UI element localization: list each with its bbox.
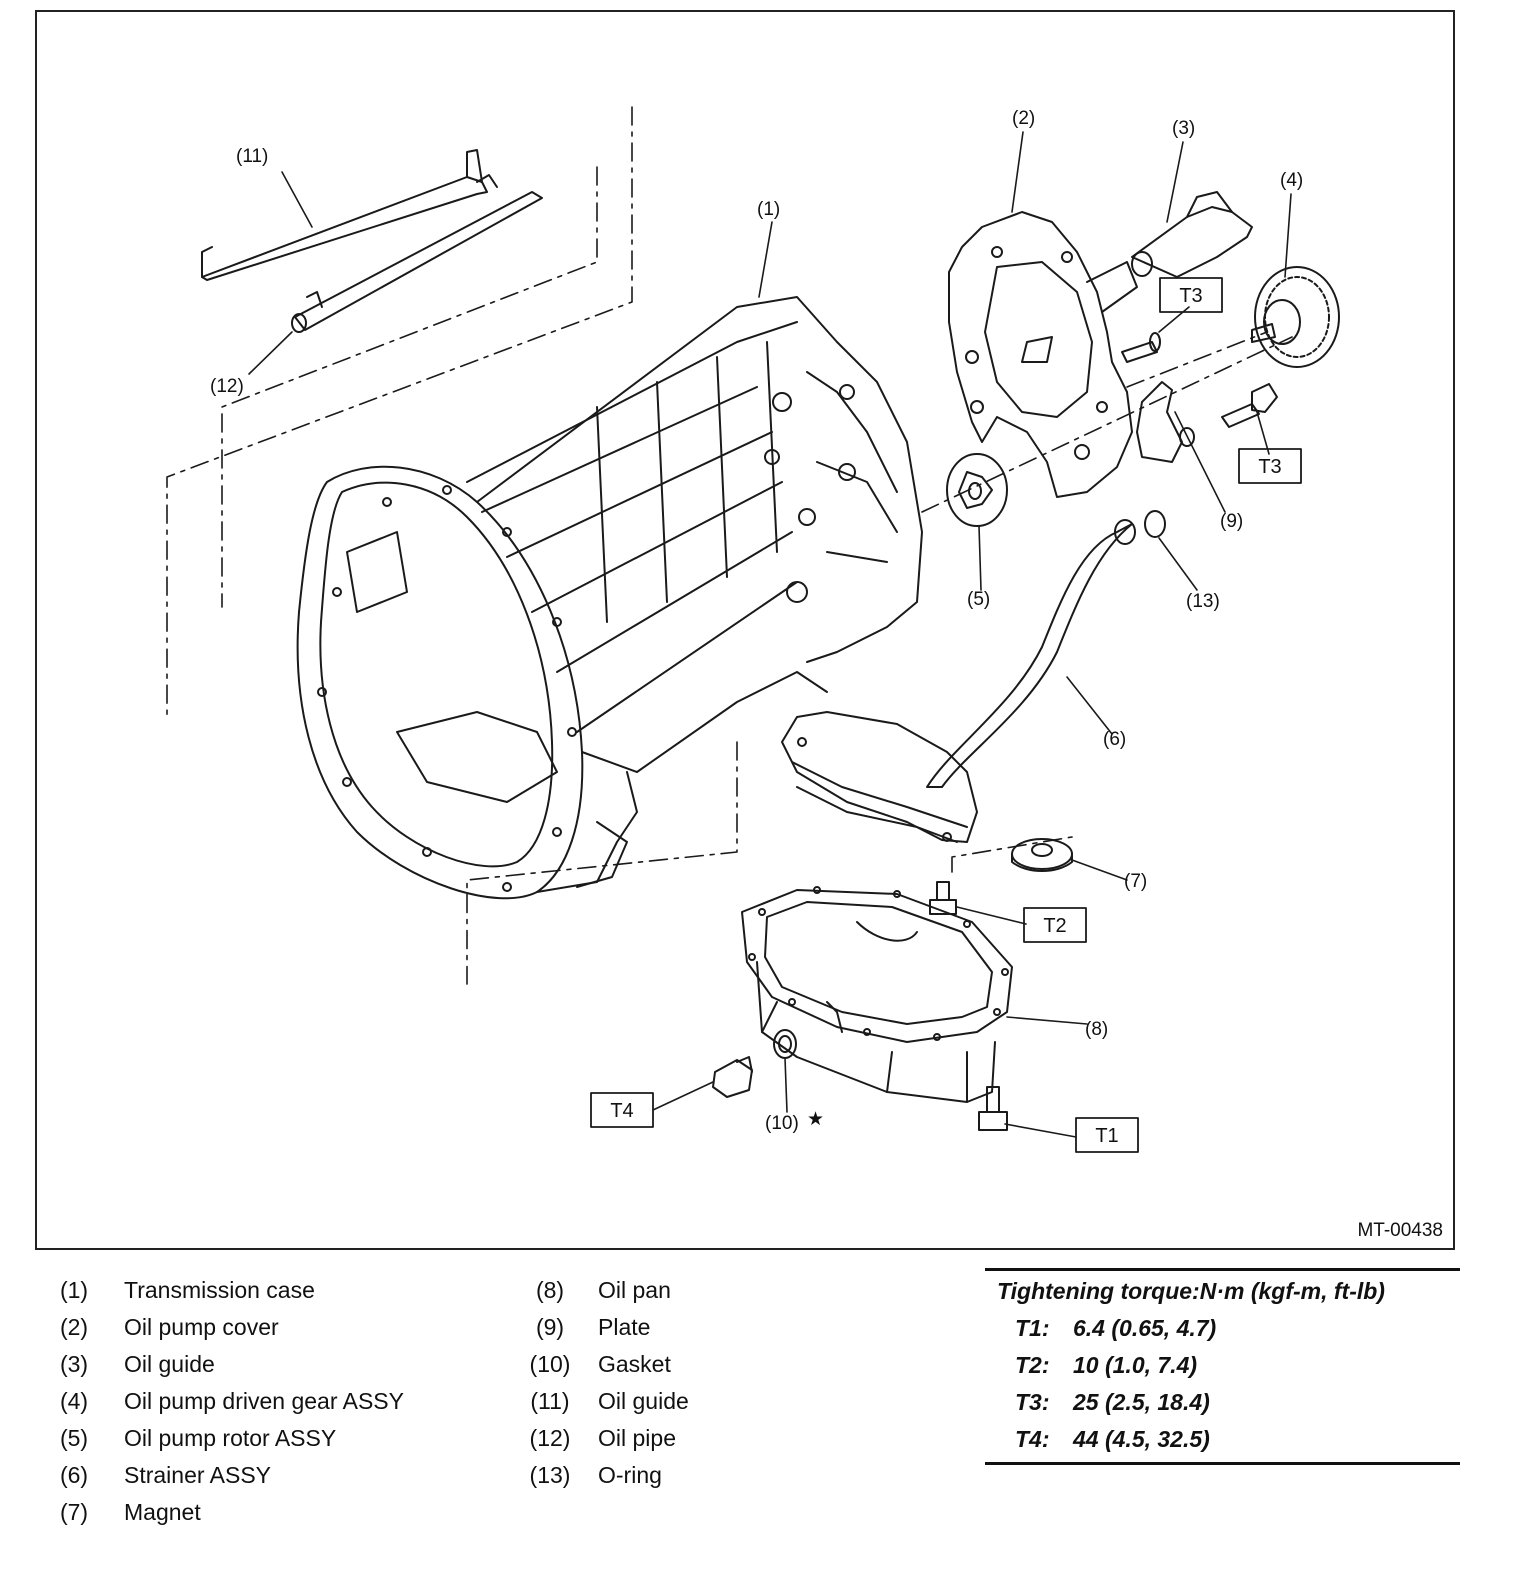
legend-item: (3) Oil guide: [42, 1346, 404, 1383]
legend-item: (9) Plate: [520, 1309, 689, 1346]
oil-pump-driven-gear: [1251, 266, 1340, 368]
legend-number: (7): [59, 1499, 89, 1525]
o-ring: [1144, 510, 1166, 538]
torque-value: 10 (1.0, 7.4): [1073, 1352, 1198, 1378]
torque-table-header: Tightening torque:N·m (kgf-m, ft-lb): [997, 1278, 1385, 1304]
callout-4: (4): [1280, 170, 1303, 191]
legend-name: Plate: [598, 1314, 651, 1340]
legend-item: (10) Gasket: [520, 1346, 689, 1383]
leader-lines: [248, 131, 1292, 1138]
torque-row: T4: 44 (4.5, 32.5): [985, 1421, 1460, 1458]
t3-bolts: [1121, 332, 1278, 428]
callout-10: (10): [765, 1113, 799, 1134]
legend-item: (2) Oil pump cover: [42, 1309, 404, 1346]
callout-labels: (11) (12) (1) (2) (3) (4) (5) (6) (7) (8…: [210, 108, 1303, 1134]
legend-item: (5) Oil pump rotor ASSY: [42, 1420, 404, 1457]
torque-tag-t3-upper: T3: [1179, 285, 1202, 307]
legend-number: (11): [530, 1388, 570, 1414]
legend-number: (2): [59, 1314, 89, 1340]
callout-12: (12): [210, 376, 244, 397]
star-mark: ★: [807, 1109, 824, 1130]
drain-plug-and-gasket: [712, 1029, 797, 1098]
legend-name: Oil pump driven gear ASSY: [124, 1388, 404, 1414]
callout-2: (2): [1012, 108, 1035, 129]
t2-bolt: [929, 881, 957, 915]
strainer-assy: [781, 519, 1136, 843]
legend-name: Strainer ASSY: [124, 1462, 272, 1488]
oil-pump-cover: [948, 211, 1138, 498]
oil-pump-rotor: [946, 453, 1008, 527]
legend-name: Oil guide: [598, 1388, 689, 1414]
callout-5: (5): [967, 589, 990, 610]
oil-pan: [741, 886, 1013, 1103]
legend-item: (6) Strainer ASSY: [42, 1457, 404, 1494]
legend-number: (1): [59, 1277, 89, 1303]
legend-number: (13): [529, 1462, 571, 1488]
tightening-torque-table: Tightening torque:N·m (kgf-m, ft-lb) T1:…: [985, 1268, 1460, 1465]
legend-name: Oil pan: [598, 1277, 671, 1303]
torque-key: T3:: [1015, 1389, 1050, 1415]
legend-name: Transmission case: [124, 1277, 315, 1303]
legend-name: Oil guide: [124, 1351, 215, 1377]
callout-1: (1): [757, 199, 780, 220]
legend-name: Magnet: [124, 1499, 201, 1525]
callout-7: (7): [1124, 871, 1147, 892]
figure-id: MT-00438: [1357, 1220, 1443, 1241]
legend-number: (4): [59, 1388, 89, 1414]
legend-name: Gasket: [598, 1351, 671, 1377]
legend-number: (12): [529, 1425, 571, 1451]
legend-number: (10): [529, 1351, 571, 1377]
torque-value: 6.4 (0.65, 4.7): [1073, 1315, 1217, 1341]
callout-3: (3): [1172, 118, 1195, 139]
parts-legend-right: (8) Oil pan (9) Plate (10) Gasket (11) Oil g…: [520, 1272, 689, 1494]
dashed-guide-lines: [166, 106, 1293, 985]
legend-name: O-ring: [598, 1462, 662, 1488]
callout-11: (11): [236, 146, 268, 167]
torque-key: T1:: [1015, 1315, 1050, 1341]
torque-tag-t1: T1: [1095, 1125, 1118, 1147]
torque-tag-t4: T4: [610, 1100, 633, 1122]
legend-item: (11) Oil guide: [520, 1383, 689, 1420]
callout-9: (9): [1220, 511, 1243, 532]
parts-legend-left: (1) Transmission case (2) Oil pump cover (…: [42, 1272, 404, 1531]
torque-key: T4:: [1015, 1426, 1050, 1452]
legend-item: (4) Oil pump driven gear ASSY: [42, 1383, 404, 1420]
legend-item: (1) Transmission case: [42, 1272, 404, 1309]
oil-guide-rod: [201, 149, 498, 281]
exploded-diagram-frame: (11) (12) (1) (2) (3) (4) (5) (6) (7) (8…: [35, 10, 1455, 1250]
legend-number: (8): [535, 1277, 565, 1303]
oil-pipe: [291, 191, 543, 333]
callout-6: (6): [1103, 729, 1126, 750]
legend-number: (5): [59, 1425, 89, 1451]
legend-name: Oil pipe: [598, 1425, 676, 1451]
magnet: [1011, 838, 1073, 872]
callout-8: (8): [1085, 1019, 1108, 1040]
torque-row: T1: 6.4 (0.65, 4.7): [985, 1310, 1460, 1347]
callout-13: (13): [1186, 591, 1220, 612]
t1-bolt: [978, 1086, 1008, 1131]
legend-number: (3): [59, 1351, 89, 1377]
transmission-case: [296, 296, 923, 900]
torque-tag-t2: T2: [1043, 915, 1066, 937]
legend-name: Oil pump cover: [124, 1314, 279, 1340]
exploded-diagram: (11) (12) (1) (2) (3) (4) (5) (6) (7) (8…: [166, 106, 1340, 1153]
legend-item: (8) Oil pan: [520, 1272, 689, 1309]
torque-value: 44 (4.5, 32.5): [1073, 1426, 1210, 1452]
legend-number: (6): [59, 1462, 89, 1488]
oil-guide-bracket: [1131, 191, 1253, 278]
torque-tags: T3 T3 T2 T1 T4: [590, 277, 1302, 1153]
legend-item: (12) Oil pipe: [520, 1420, 689, 1457]
legend-name: Oil pump rotor ASSY: [124, 1425, 337, 1451]
legend-item: (7) Magnet: [42, 1494, 404, 1531]
torque-value: 25 (2.5, 18.4): [1073, 1389, 1210, 1415]
torque-row: T2: 10 (1.0, 7.4): [985, 1347, 1460, 1384]
legend-number: (9): [535, 1314, 565, 1340]
legend-item: (13) O-ring: [520, 1457, 689, 1494]
plate: [1136, 381, 1195, 463]
torque-row: T3: 25 (2.5, 18.4): [985, 1384, 1460, 1421]
torque-tag-t3-lower: T3: [1258, 456, 1281, 478]
torque-key: T2:: [1015, 1352, 1050, 1378]
